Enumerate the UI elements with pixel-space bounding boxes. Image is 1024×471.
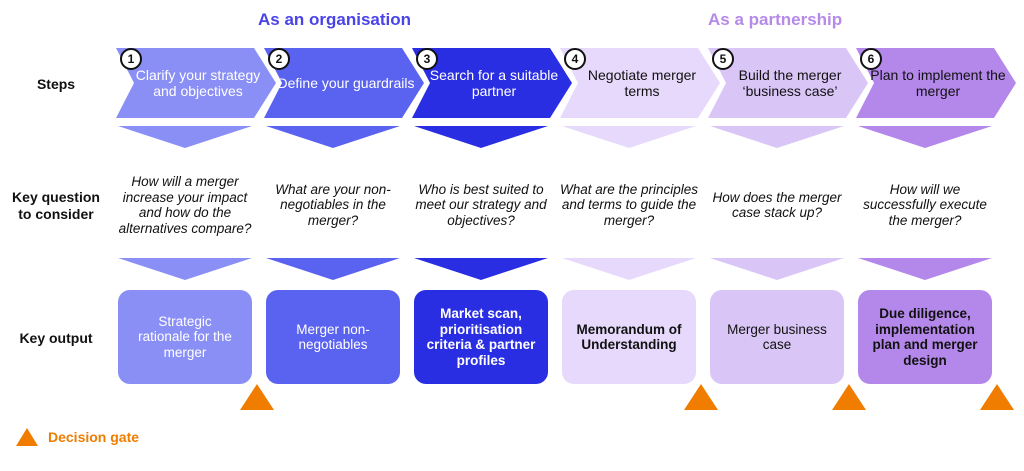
step-5-chevron: Build the merger ‘business case’ 5 [708,48,868,118]
organisation-heading: As an organisation [258,10,412,29]
triangle-icon [16,428,38,446]
step-4-output: Memorandum of Understanding [562,290,696,384]
legend-label: Decision gate [48,429,140,445]
chevron-shape [264,48,424,118]
step-6-chevron: Plan to implement the merger 6 [856,48,1016,118]
step-2-chevron: Define your guardrails 2 [264,48,424,118]
step-1-output-text: Strategic rationale for the merger [138,313,232,360]
step-2-title: Define your guardrails [277,75,415,91]
step-5-output-text: Merger business case [727,321,827,353]
chevron-shape [560,48,720,118]
step-2-output: Merger non-negotiables [266,290,400,384]
step-1-chevron: Clarify your strategy and objectives 1 [116,48,276,118]
step-2-number: 2 [268,48,290,70]
step-3-number: 3 [416,48,438,70]
step-1-output: Strategic rationale for the merger [118,290,252,384]
step-1-title: Clarify your strategy and objectives [135,67,261,99]
key-question-line2: to consider [18,206,94,222]
step-6-number: 6 [860,48,882,70]
question-5-down-arrow [710,258,844,280]
step-1-down-arrow [118,126,252,148]
step-3-title: Search for a suitable partner [429,67,559,99]
step-4-number: 4 [564,48,586,70]
question-3-down-arrow [414,258,548,280]
question-4-down-arrow [562,258,696,280]
chevron-shape [412,48,572,118]
step-3-chevron: Search for a suitable partner 3 [412,48,572,118]
step-2-output-text: Merger non-negotiables [296,321,370,353]
chevron-shape [116,48,276,118]
question-2-down-arrow [266,258,400,280]
step-6-output: Due diligence, implementation plan and m… [858,290,992,384]
partnership-heading: As a partnership [708,10,843,29]
step-6-output-text: Due diligence, implementation plan and m… [872,306,978,368]
chevron-shape [856,48,1016,118]
step-1-number: 1 [120,48,142,70]
question-6-down-arrow [858,258,992,280]
step-5-down-arrow [710,126,844,148]
legend: Decision gate [16,428,139,446]
step-2-question: What are your non-negotiables in the mer… [275,181,391,228]
step-6-title: Plan to implement the merger [870,67,1006,99]
chevron-shape [708,48,868,118]
step-5-title: Build the merger ‘business case’ [738,67,842,99]
step-3-down-arrow [414,126,548,148]
step-4-output-text: Memorandum of Understanding [576,321,682,353]
step-5-output: Merger business case [710,290,844,384]
decision-gate-4-icon [980,384,1014,410]
step-6-question: How will we successfully execute the mer… [863,181,987,228]
step-3-question: Who is best suited to meet our strategy … [415,181,547,228]
decision-gate-1-icon [240,384,274,410]
decision-gate-2-icon [684,384,718,410]
step-4-question: What are the principles and terms to gui… [559,181,699,228]
step-3-output-text: Market scan, prioritisation criteria & p… [426,306,536,368]
step-3-output: Market scan, prioritisation criteria & p… [414,290,548,384]
step-4-down-arrow [562,126,696,148]
decision-gate-3-icon [832,384,866,410]
key-question-line1: Key question [12,189,100,205]
step-2-down-arrow [266,126,400,148]
question-1-down-arrow [118,258,252,280]
step-5-number: 5 [712,48,734,70]
step-6-down-arrow [858,126,992,148]
steps-row-label: Steps [36,76,76,92]
step-5-question: How does the merger case stack up? [712,189,842,221]
key-question-row-label: Key question to consider [0,189,112,223]
step-4-chevron: Negotiate merger terms 4 [560,48,720,118]
step-4-title: Negotiate merger terms [587,67,697,99]
step-1-question: How will a merger increase your impact a… [118,174,252,236]
key-output-row-label: Key output [19,330,93,346]
